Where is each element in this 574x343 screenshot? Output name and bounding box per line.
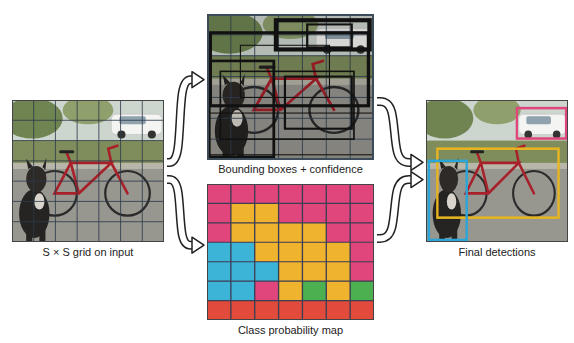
arrow-head (411, 154, 423, 170)
panel-caption: Bounding boxes + confidence (218, 162, 363, 176)
candidate-boxes-part (210, 33, 368, 106)
panel-caption: Class probability map (238, 323, 343, 337)
flow-arrow (377, 102, 423, 171)
flow-arrow (377, 172, 423, 239)
candidate-boxes (207, 20, 374, 157)
image-panel: Bounding boxes + confidence (207, 14, 374, 160)
final-image-part (417, 96, 568, 242)
class-map-part (207, 262, 279, 281)
candidate-boxes-part (307, 24, 352, 47)
arrow-body (167, 180, 193, 246)
arrow-head (411, 172, 423, 188)
arrow-outline (167, 180, 193, 246)
flow-arrow (167, 180, 204, 254)
arrow-outline (167, 80, 193, 163)
final-image (417, 96, 568, 242)
arrow-head (192, 72, 204, 88)
input-image-part (2, 96, 164, 242)
arrow-head (192, 237, 204, 253)
bbox-image (196, 10, 374, 160)
candidate-boxes-part (285, 77, 352, 129)
grid-lines (12, 100, 164, 242)
image-panel: Final detections (426, 100, 568, 242)
class-map-part (279, 262, 351, 281)
candidate-boxes-part (209, 61, 274, 157)
class-map (207, 184, 374, 320)
arrow-body (167, 80, 193, 163)
arrow-body (377, 180, 412, 239)
detection-boxes-part (429, 161, 467, 240)
candidate-boxes-part (207, 113, 374, 155)
detection-boxes (429, 108, 566, 240)
detection-boxes-part (517, 108, 566, 138)
image-panel: S × S grid on input (12, 100, 164, 242)
class-map-part (279, 281, 303, 300)
class-map-part (207, 301, 374, 320)
detection-boxes-part (437, 149, 558, 218)
image-panel: Class probability map (207, 184, 374, 320)
bbox-image-part (196, 10, 374, 160)
flow-arrow (167, 72, 204, 163)
arrow-outline (377, 180, 412, 239)
arrow-outline (377, 102, 412, 163)
grid-lines (207, 14, 374, 160)
class-map-part (302, 281, 326, 300)
arrow-body (377, 102, 412, 163)
panel-caption: Final detections (458, 245, 535, 259)
input-image (2, 96, 164, 242)
class-map-part (350, 281, 374, 300)
panel-caption: S × S grid on input (43, 245, 134, 259)
grid-lines (207, 184, 374, 320)
bbox-image-part (207, 14, 374, 160)
class-map-part (326, 281, 350, 300)
